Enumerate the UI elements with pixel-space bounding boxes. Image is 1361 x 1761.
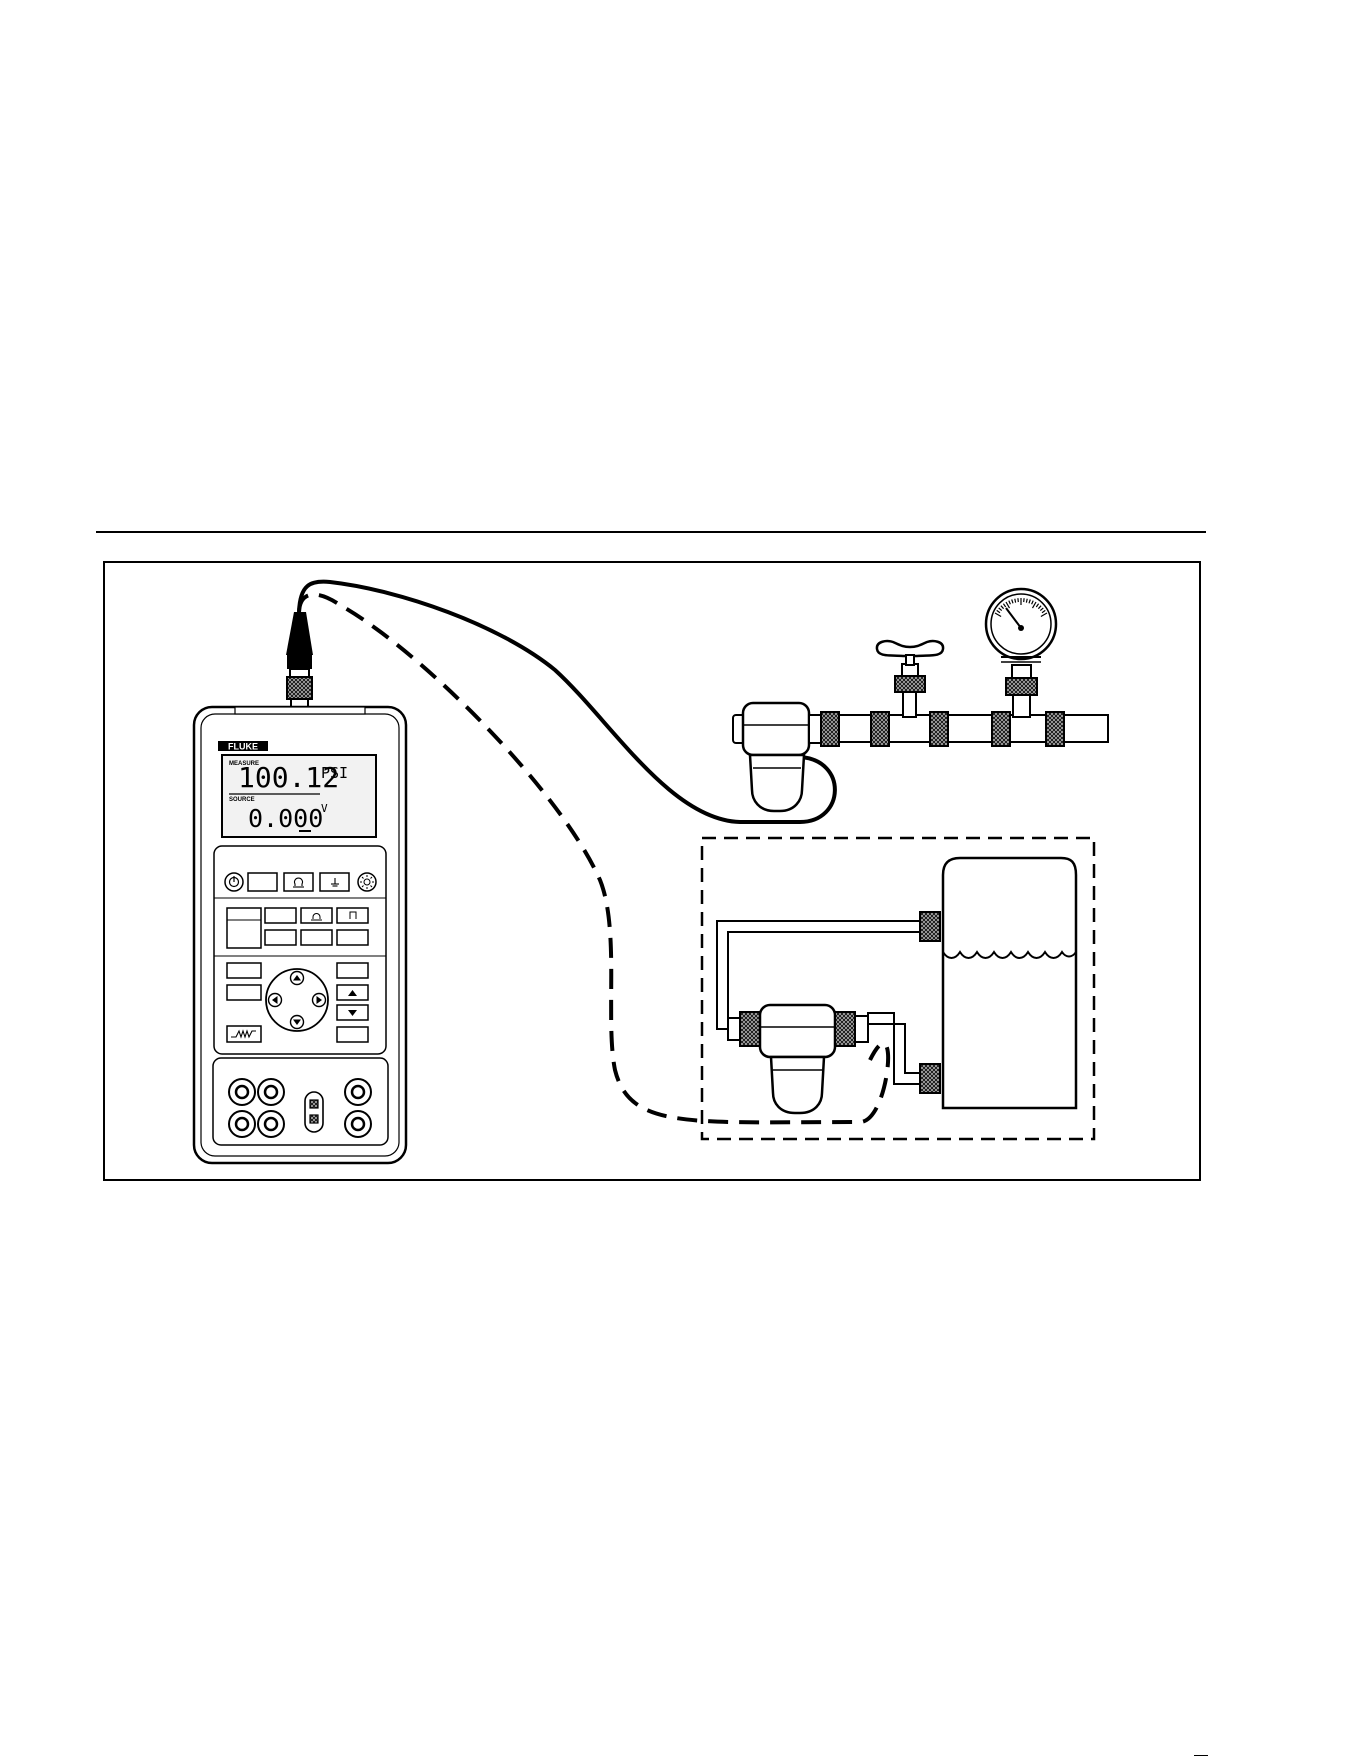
key-volts[interactable] <box>265 908 296 923</box>
arrow-left-icon[interactable] <box>269 994 282 1007</box>
source-label: SOURCE <box>229 797 255 803</box>
pressure-module-upper <box>733 703 809 811</box>
key-store[interactable] <box>337 963 368 978</box>
key-freq[interactable] <box>337 908 368 923</box>
pressure-module-lower <box>728 1005 868 1113</box>
arrow-up-icon[interactable] <box>291 972 304 985</box>
measure-unit: PSI <box>321 764 348 782</box>
tc-connector <box>305 1092 323 1132</box>
tank <box>943 858 1076 1108</box>
key-ohm[interactable] <box>301 908 332 923</box>
pressure-connector <box>286 612 313 707</box>
key-rtd[interactable] <box>337 930 368 945</box>
source-unit: V <box>321 802 328 815</box>
key-recall[interactable] <box>337 1027 368 1042</box>
ohm-button[interactable] <box>284 873 313 891</box>
footer-mark <box>1194 1755 1208 1756</box>
key-tc[interactable] <box>301 930 332 945</box>
calibrator: FLUKE MEASURE 100.12 PSI SOURCE 0.000 V <box>194 612 406 1163</box>
source-value: 0.000 <box>248 804 323 833</box>
tank-system <box>702 838 1094 1139</box>
key-ma[interactable] <box>265 930 296 945</box>
key-enter[interactable] <box>227 985 261 1000</box>
key-setup[interactable] <box>227 963 261 978</box>
brand-text: FLUKE <box>228 742 258 752</box>
arrow-right-icon[interactable] <box>313 994 326 1007</box>
mode-button[interactable] <box>248 873 277 891</box>
arrow-down-icon[interactable] <box>291 1016 304 1029</box>
valve-handle <box>877 641 943 656</box>
function-key[interactable] <box>227 908 261 948</box>
pipe-line <box>733 589 1108 811</box>
